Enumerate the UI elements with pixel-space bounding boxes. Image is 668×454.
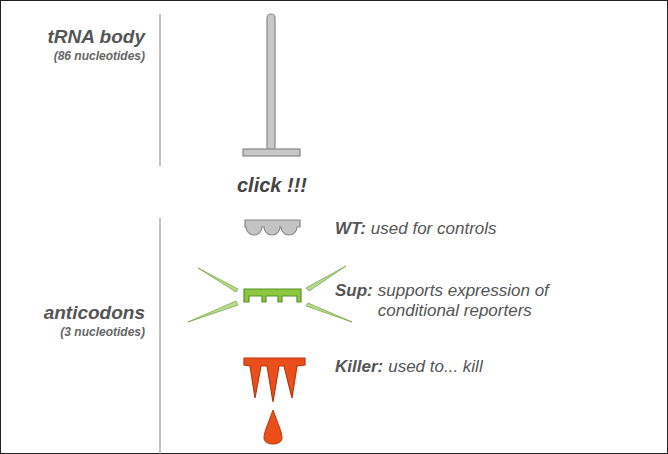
- section-title: tRNA body: [48, 26, 145, 48]
- anticodon-use: supports expression of conditional repor…: [378, 281, 555, 322]
- sup-anticodon: [188, 266, 352, 322]
- section-rule: [159, 218, 160, 454]
- section-subtitle: (3 nucleotides): [60, 326, 145, 340]
- killer-anticodon: [244, 358, 305, 444]
- wt-description: WT:used for controls: [335, 219, 635, 239]
- trna-body-symbol: [243, 14, 300, 156]
- section-subtitle: (86 nucleotides): [54, 50, 145, 64]
- sup-description: Sup:supports expression of conditional r…: [335, 281, 555, 322]
- section-title: anticodons: [44, 302, 145, 324]
- anticodon-name: WT:: [335, 219, 366, 239]
- anticodon-use: used to... kill: [388, 357, 483, 377]
- section-rule: [159, 14, 160, 166]
- anticodon-use: used for controls: [371, 219, 497, 239]
- click-text: click !!!: [237, 174, 307, 197]
- killer-description: Killer:used to... kill: [335, 357, 635, 377]
- wt-anticodon: [245, 220, 300, 235]
- anticodon-name: Killer:: [335, 357, 383, 377]
- anticodon-name: Sup:: [335, 281, 373, 301]
